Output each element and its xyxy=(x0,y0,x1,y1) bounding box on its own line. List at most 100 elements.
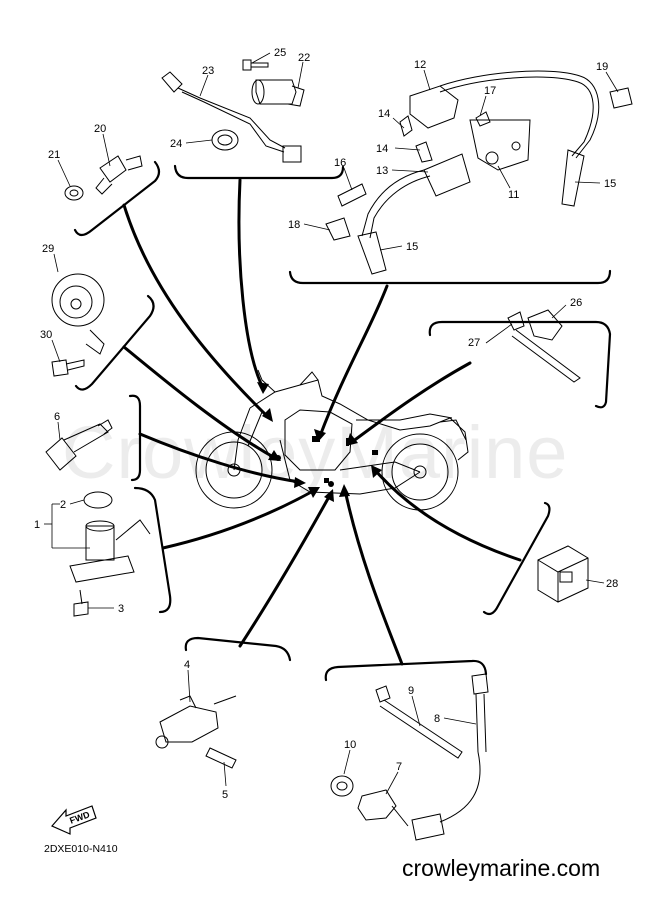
sensor-6-body xyxy=(45,437,77,471)
bolt-25-shank xyxy=(251,62,269,68)
lead-12-b xyxy=(439,76,594,157)
part-tie-band xyxy=(507,309,581,383)
bracket-temp-sensor xyxy=(73,160,161,237)
bolt-14a xyxy=(399,115,413,137)
o-ring-2 xyxy=(83,491,113,509)
bracket-top xyxy=(173,164,345,180)
lead-13 xyxy=(361,169,425,237)
plug-7-tip xyxy=(391,805,409,827)
front-hub xyxy=(227,463,241,477)
leader-plug xyxy=(343,488,404,666)
label-9: 9 xyxy=(408,685,414,697)
label-2: 2 xyxy=(60,499,66,511)
rear-fender xyxy=(439,419,467,441)
arrow-temp xyxy=(262,408,273,422)
bracket-sensor6 xyxy=(128,394,142,482)
tie-9-band xyxy=(379,699,463,759)
sensor-6-thread xyxy=(63,423,109,453)
handlebar xyxy=(257,369,276,393)
label-13: 13 xyxy=(376,165,388,177)
leader-ignition xyxy=(318,284,389,438)
engine-block xyxy=(284,409,353,471)
label-12: 12 xyxy=(414,59,426,71)
clamp-26 xyxy=(527,309,563,341)
clamp-18 xyxy=(325,217,351,241)
label-25: 25 xyxy=(274,47,286,59)
leader-sensor6 xyxy=(138,432,302,484)
leader-25 xyxy=(237,178,265,390)
label-leaders xyxy=(44,52,619,795)
leader-tie xyxy=(350,361,472,444)
sensor-1-flange xyxy=(69,555,135,583)
bolt-25 xyxy=(242,59,252,71)
lead-13-b xyxy=(369,175,431,239)
leader-speed xyxy=(161,488,317,550)
leader-switch xyxy=(238,493,332,648)
part-labels: 25 22 23 24 20 21 12 19 17 14 14 16 13 1… xyxy=(34,47,618,801)
fwd-arrow: FWD xyxy=(51,805,97,835)
part-relay xyxy=(537,545,589,603)
bracket-tie xyxy=(428,320,612,409)
label-7: 7 xyxy=(396,761,402,773)
wire-23-b xyxy=(181,91,285,153)
label-11: 11 xyxy=(508,189,519,201)
cap-8-bottom xyxy=(411,813,445,841)
label-20: 20 xyxy=(94,123,106,135)
clip-19 xyxy=(609,87,633,109)
cap-8-top xyxy=(471,673,489,695)
rear-hub xyxy=(413,465,427,479)
cable-8 xyxy=(475,693,479,753)
engine-bottom xyxy=(279,439,421,495)
fwd-arrow-icon xyxy=(51,805,97,835)
part-switch xyxy=(155,695,237,769)
part-ignition-group xyxy=(325,70,633,275)
windscreen xyxy=(299,371,319,386)
watermark-text: CrowleyMarine xyxy=(62,411,568,494)
label-16: 16 xyxy=(334,157,346,169)
tube-16 xyxy=(337,183,367,207)
label-27: 27 xyxy=(468,337,480,349)
label-4: 4 xyxy=(184,659,190,671)
wire-23 xyxy=(177,87,286,149)
relay-28-edge xyxy=(537,557,589,573)
leader-horn xyxy=(122,345,277,460)
sensor-1-wire xyxy=(115,519,151,541)
label-28: 28 xyxy=(606,578,618,590)
washer-10 xyxy=(330,775,354,797)
label-14b: 14 xyxy=(376,143,388,155)
front-fork xyxy=(233,407,251,471)
sensor-22-flange xyxy=(287,85,305,107)
label-6: 6 xyxy=(54,411,60,423)
swingarm xyxy=(339,461,421,473)
horn-bracket xyxy=(85,329,105,355)
leader-lines xyxy=(122,178,522,666)
sensor-1-body xyxy=(85,525,115,561)
switch-4-wire xyxy=(213,695,237,705)
cap-15-left xyxy=(357,231,387,275)
washer-10-inner xyxy=(336,781,348,791)
switch-4-knob xyxy=(155,735,169,749)
seat xyxy=(356,413,453,421)
label-15a: 15 xyxy=(604,178,616,190)
bracket-speed-sensor xyxy=(133,486,172,614)
bracket-ignition xyxy=(288,269,612,285)
bracket-horn xyxy=(74,294,155,391)
part-speed-sensor xyxy=(69,491,151,617)
part-plug-group xyxy=(330,673,489,841)
lead-12 xyxy=(439,70,600,159)
bolt-30-shank xyxy=(65,359,85,371)
motorcycle-part-markers xyxy=(275,436,378,487)
label-24: 24 xyxy=(170,138,182,150)
connector-23 xyxy=(161,71,183,93)
sensor-20-body xyxy=(95,177,113,195)
clamp-24 xyxy=(211,129,239,151)
washer-21-inner xyxy=(69,189,79,197)
horn-29 xyxy=(51,273,105,327)
sensor-22-body xyxy=(255,79,297,105)
label-22: 22 xyxy=(298,52,310,64)
connector-23-end xyxy=(282,145,302,163)
cap-15-right xyxy=(561,149,585,207)
sensor-20-plug xyxy=(125,155,143,171)
bracket-11 xyxy=(469,119,531,171)
